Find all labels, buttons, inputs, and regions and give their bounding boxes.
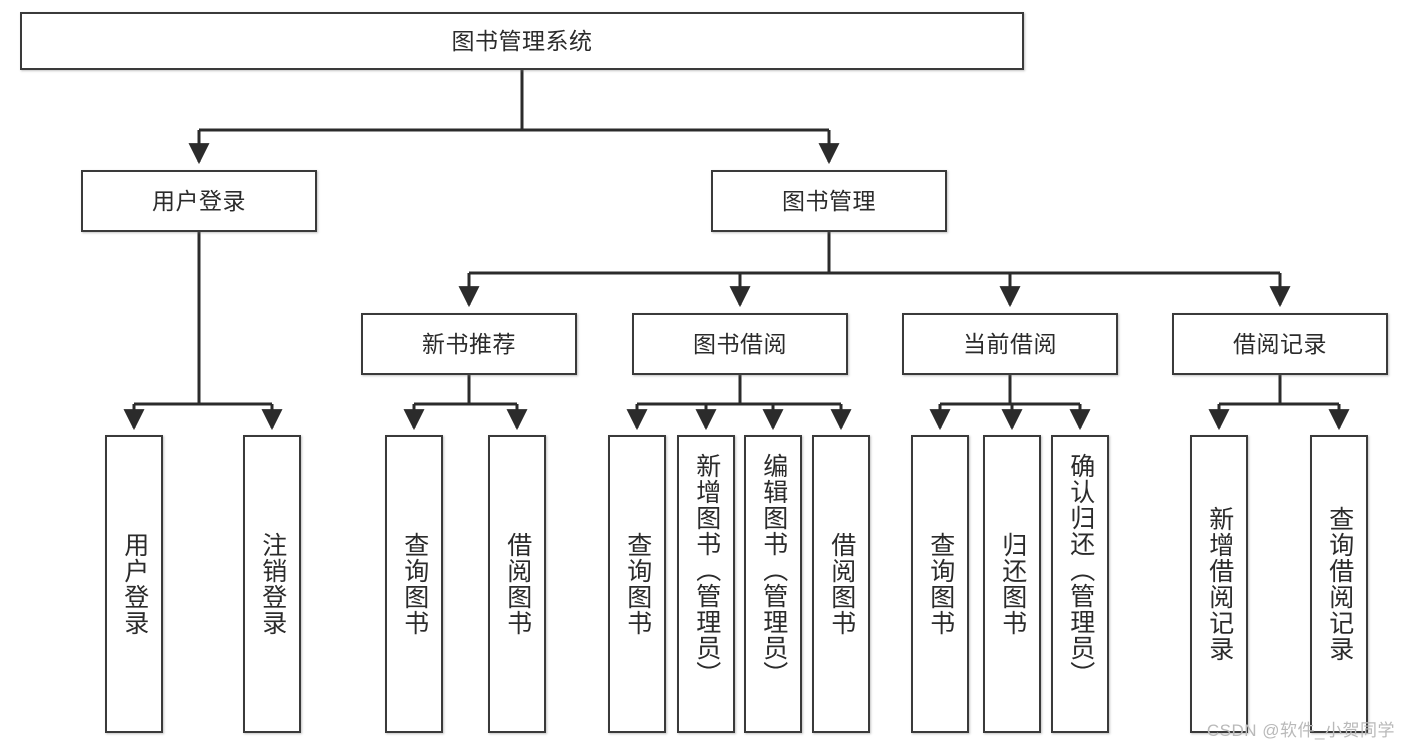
leaf-query-book-current[interactable]: 查询图书: [911, 435, 969, 733]
csdn-watermark: CSDN @软件_小贺同学: [1206, 721, 1395, 740]
node-label: 借阅记录: [1233, 330, 1327, 357]
leaf-query-book-borrow[interactable]: 查询图书: [608, 435, 666, 733]
node-label: 编辑图书（管理员）: [759, 453, 788, 687]
node-label: 用户登录: [120, 532, 149, 636]
node-label: 用户登录: [152, 187, 246, 214]
leaf-query-book-recommend[interactable]: 查询图书: [385, 435, 443, 733]
node-label: 图书管理系统: [451, 27, 593, 54]
leaf-borrow-book[interactable]: 借阅图书: [812, 435, 870, 733]
leaf-confirm-return-admin[interactable]: 确认归还（管理员）: [1051, 435, 1109, 733]
leaf-return-book[interactable]: 归还图书: [983, 435, 1041, 733]
node-root-system[interactable]: 图书管理系统: [20, 12, 1024, 70]
node-current-borrow[interactable]: 当前借阅: [902, 313, 1118, 375]
node-label: 图书借阅: [693, 330, 787, 357]
node-label: 查询图书: [926, 532, 955, 636]
node-label: 查询借阅记录: [1325, 506, 1354, 662]
node-book-borrow[interactable]: 图书借阅: [632, 313, 848, 375]
leaf-query-borrow-record[interactable]: 查询借阅记录: [1310, 435, 1368, 733]
node-label: 确认归还（管理员）: [1066, 453, 1095, 687]
node-label: 借阅图书: [827, 532, 856, 636]
node-label: 查询图书: [400, 532, 429, 636]
node-label: 注销登录: [258, 532, 287, 636]
node-new-book-recommend[interactable]: 新书推荐: [361, 313, 577, 375]
node-label: 当前借阅: [963, 330, 1057, 357]
node-label: 查询图书: [623, 532, 652, 636]
leaf-borrow-book-recommend[interactable]: 借阅图书: [488, 435, 546, 733]
node-label: 借阅图书: [503, 532, 532, 636]
leaf-user-login[interactable]: 用户登录: [105, 435, 163, 733]
node-label: 图书管理: [782, 187, 876, 214]
node-borrow-record[interactable]: 借阅记录: [1172, 313, 1388, 375]
leaf-edit-book-admin[interactable]: 编辑图书（管理员）: [744, 435, 802, 733]
leaf-add-book-admin[interactable]: 新增图书（管理员）: [677, 435, 735, 733]
leaf-add-borrow-record[interactable]: 新增借阅记录: [1190, 435, 1248, 733]
node-label: 新增图书（管理员）: [692, 453, 721, 687]
node-book-management[interactable]: 图书管理: [711, 170, 947, 232]
node-label: 新增借阅记录: [1205, 506, 1234, 662]
leaf-user-logout[interactable]: 注销登录: [243, 435, 301, 733]
node-label: 新书推荐: [422, 330, 516, 357]
node-label: 归还图书: [998, 532, 1027, 636]
node-user-login[interactable]: 用户登录: [81, 170, 317, 232]
